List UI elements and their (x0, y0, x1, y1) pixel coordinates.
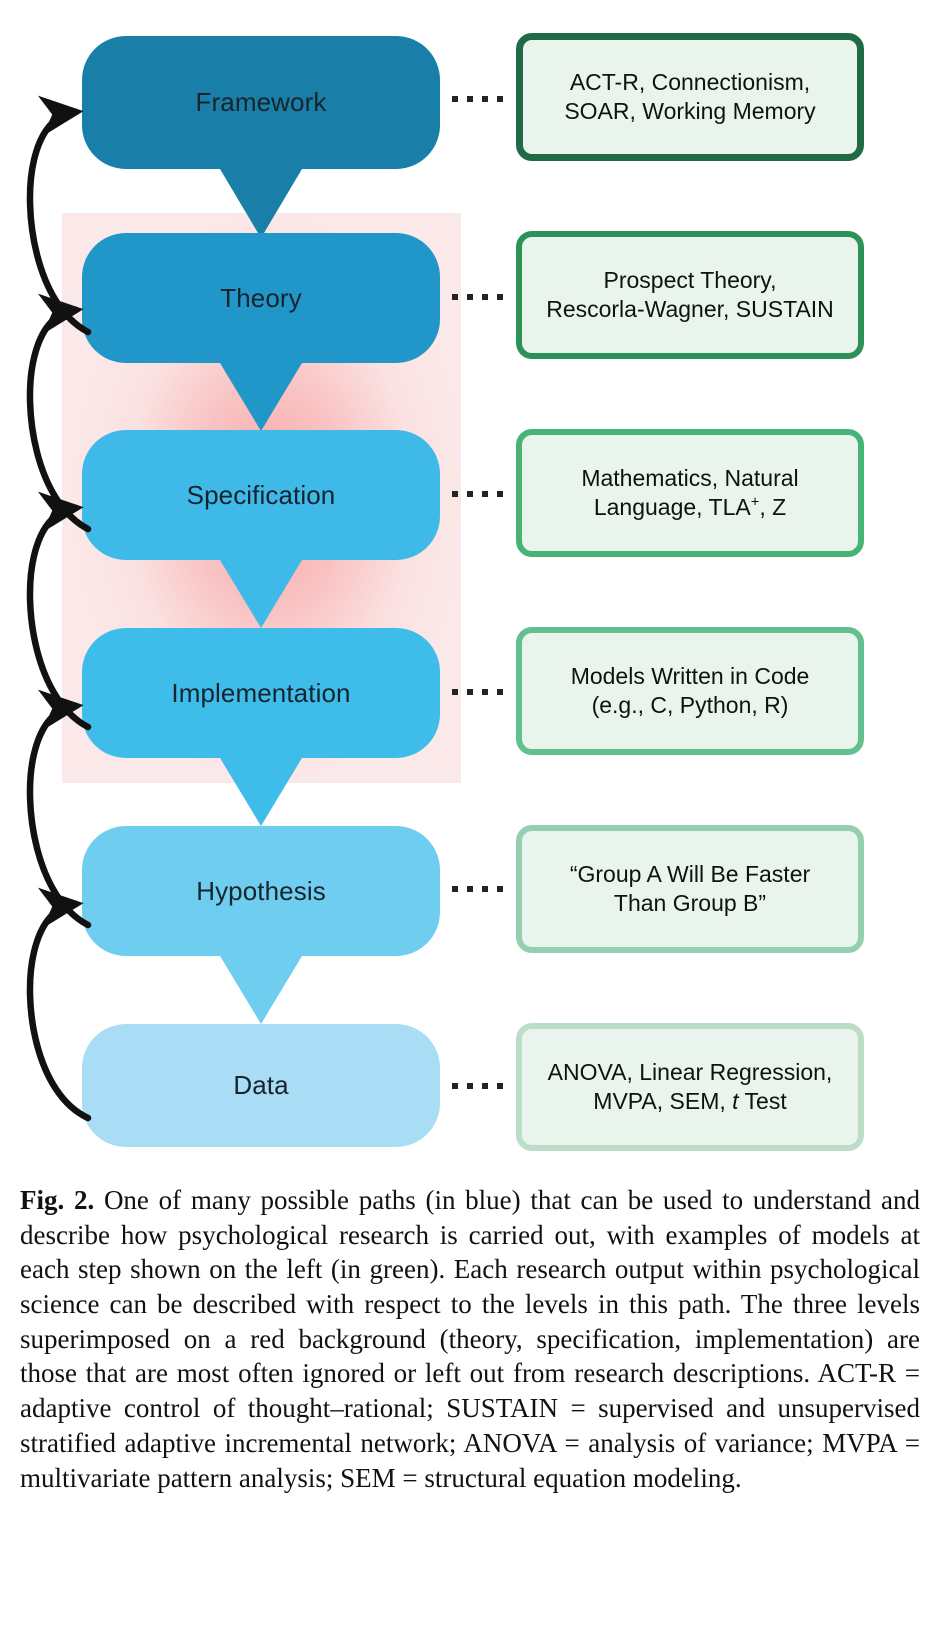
connector-implementation (452, 689, 510, 695)
example-hypothesis-line-2: Than Group B” (613, 890, 767, 916)
example-hypothesis-line-1: “Group A Will Be Faster (569, 861, 811, 888)
figure-caption: Fig. 2. One of many possible paths (in b… (20, 1183, 920, 1495)
step-hypothesis-tail (220, 956, 302, 1024)
step-specification[interactable]: Specification (82, 430, 440, 628)
feedback-arrow-theory-to-framework (26, 95, 92, 336)
example-implementation-line-2: (e.g., C, Python, R) (591, 692, 789, 718)
step-implementation-label: Implementation (171, 677, 351, 708)
example-specification-line-1: Mathematics, Natural (581, 465, 799, 492)
feedback-arrow-data-to-hypothesis (26, 887, 92, 1122)
example-specification-line-2-pre: Language, TLA (593, 494, 751, 520)
example-box-implementation[interactable]: Models Written in Code (e.g., C, Python,… (516, 627, 864, 755)
step-theory-tail (220, 363, 302, 431)
example-data-line-1: ANOVA, Linear Regression, (547, 1059, 833, 1086)
example-box-data[interactable]: ANOVA, Linear Regression, MVPA, SEM, t T… (516, 1023, 864, 1151)
example-specification-text: Mathematics, Natural Language, TLA+, Z (567, 464, 812, 522)
feedback-arrows-group (26, 95, 92, 1122)
example-data-text: ANOVA, Linear Regression, MVPA, SEM, t T… (534, 1058, 847, 1116)
example-specification-line-2-post: , Z (759, 494, 787, 520)
connector-framework (452, 96, 510, 102)
connector-hypothesis (452, 886, 510, 892)
example-implementation-text: Models Written in Code (e.g., C, Python,… (557, 662, 824, 720)
example-box-hypothesis[interactable]: “Group A Will Be Faster Than Group B” (516, 825, 864, 953)
connector-specification (452, 491, 510, 497)
example-specification-superscript: + (750, 494, 760, 511)
example-box-specification[interactable]: Mathematics, Natural Language, TLA+, Z (516, 429, 864, 557)
step-hypothesis-label: Hypothesis (196, 875, 326, 906)
example-theory-line-2: Rescorla-Wagner, SUSTAIN (546, 296, 834, 322)
figure-caption-label: Fig. 2. (20, 1185, 95, 1215)
example-framework-text: ACT-R, Connectionism, SOAR, Working Memo… (550, 68, 829, 126)
example-framework-line-1: ACT-R, Connectionism, (569, 69, 811, 96)
example-hypothesis-text: “Group A Will Be Faster Than Group B” (556, 860, 824, 918)
step-specification-tail (220, 560, 302, 628)
step-implementation-tail (220, 758, 302, 826)
connector-data (452, 1083, 510, 1089)
example-box-theory[interactable]: Prospect Theory, Rescorla-Wagner, SUSTAI… (516, 231, 864, 359)
step-framework-tail (220, 169, 302, 238)
figure-caption-body: One of many possible paths (in blue) tha… (20, 1185, 921, 1493)
example-implementation-line-1: Models Written in Code (570, 663, 810, 690)
example-data-italic-t: t (732, 1088, 739, 1114)
connector-theory (452, 294, 510, 300)
feedback-arrow-hypothesis-to-implementation (26, 689, 92, 929)
feedback-arrow-specification-to-theory (26, 293, 92, 533)
step-implementation[interactable]: Implementation (82, 628, 440, 826)
example-box-framework[interactable]: ACT-R, Connectionism, SOAR, Working Memo… (516, 33, 864, 161)
feedback-arrow-implementation-to-spec (26, 491, 92, 731)
step-framework[interactable]: Framework (82, 36, 440, 238)
step-hypothesis[interactable]: Hypothesis (82, 826, 440, 1024)
example-framework-line-2: SOAR, Working Memory (564, 98, 816, 124)
step-framework-label: Framework (195, 87, 327, 117)
step-theory[interactable]: Theory (82, 233, 440, 431)
step-data-label: Data (233, 1070, 289, 1100)
step-specification-label: Specification (186, 479, 336, 510)
example-data-line-2-pre: MVPA, SEM, (593, 1088, 733, 1114)
example-data-line-2-post: Test (738, 1088, 787, 1114)
step-theory-label: Theory (220, 282, 302, 313)
example-theory-text: Prospect Theory, Rescorla-Wagner, SUSTAI… (532, 266, 848, 324)
example-theory-line-1: Prospect Theory, (603, 267, 777, 294)
step-data[interactable]: Data (82, 1024, 440, 1147)
